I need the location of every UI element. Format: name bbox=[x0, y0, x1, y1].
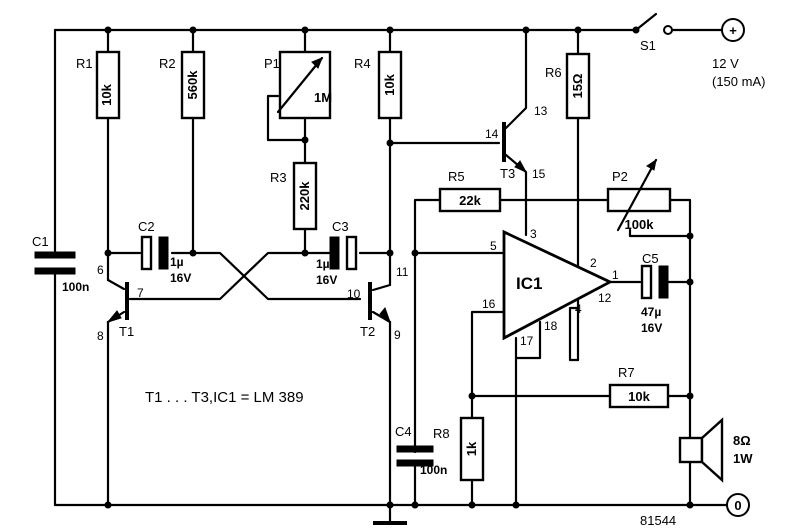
speaker: 8Ω 1W bbox=[678, 417, 753, 483]
ic1-pin-18: 18 bbox=[544, 319, 558, 333]
supply-voltage: 12 V bbox=[712, 56, 739, 71]
supply-plus-terminal: + 12 V (150 mA) bbox=[712, 18, 765, 89]
capacitor-c5: C5 47µ 16V bbox=[640, 251, 669, 335]
potentiometer-p2: P2 100k bbox=[606, 158, 672, 232]
c3-voltage: 16V bbox=[316, 273, 337, 287]
ic1-label: IC1 bbox=[516, 274, 542, 293]
t1-label: T1 bbox=[119, 324, 134, 339]
r2-value: 560k bbox=[185, 70, 200, 100]
c1-value: 100n bbox=[62, 280, 89, 294]
c3-label: C3 bbox=[332, 219, 349, 234]
r1-label: R1 bbox=[76, 56, 93, 71]
potentiometer-p1: P1 1M bbox=[264, 50, 332, 120]
plus-sign: + bbox=[729, 23, 737, 38]
capacitor-c1: C1 100n bbox=[32, 234, 89, 294]
s1-label: S1 bbox=[640, 38, 656, 53]
transistor-t2: T2 11 10 9 bbox=[347, 265, 409, 342]
capacitor-c2: C2 1µ 16V bbox=[138, 219, 191, 285]
ic1-pin-1: 1 bbox=[612, 268, 619, 282]
ic1-pin-3: 3 bbox=[530, 227, 537, 241]
ic1-pin-17: 17 bbox=[520, 334, 534, 348]
c2-value: 1µ bbox=[170, 255, 184, 269]
t1-pin-6: 6 bbox=[97, 263, 104, 277]
c2-label: C2 bbox=[138, 219, 155, 234]
c5-voltage: 16V bbox=[641, 321, 662, 335]
resistor-r7: 10k R7 bbox=[608, 365, 670, 409]
resistor-r3: 220k R3 bbox=[270, 161, 318, 231]
drawing-number: 81544 bbox=[640, 513, 676, 528]
p2-value: 100k bbox=[625, 217, 655, 232]
r7-value: 10k bbox=[628, 389, 650, 404]
wiring bbox=[53, 28, 729, 525]
transistor-t3: T3 13 14 15 bbox=[485, 104, 548, 181]
r6-value: 15Ω bbox=[570, 74, 585, 99]
c5-label: C5 bbox=[642, 251, 659, 266]
resistor-r2: 560k R2 bbox=[159, 50, 206, 120]
ic1-pin-5: 5 bbox=[490, 239, 497, 253]
supply-zero-terminal: 0 bbox=[726, 493, 750, 517]
supply-current: (150 mA) bbox=[712, 74, 765, 89]
capacitor-c4: C4 100n bbox=[395, 424, 447, 477]
r6-label: R6 bbox=[545, 65, 562, 80]
r5-value: 22k bbox=[459, 193, 481, 208]
p1-label: P1 bbox=[264, 56, 280, 71]
resistor-r8: 1k R8 bbox=[433, 416, 485, 482]
ic1-amplifier: IC1 1 2 3 4 5 12 16 17 18 bbox=[482, 227, 619, 348]
t2-label: T2 bbox=[360, 324, 375, 339]
c4-label: C4 bbox=[395, 424, 412, 439]
t3-pin-14: 14 bbox=[485, 127, 499, 141]
c1-label: C1 bbox=[32, 234, 49, 249]
r3-value: 220k bbox=[297, 181, 312, 211]
r8-value: 1k bbox=[464, 441, 479, 456]
zero-sign: 0 bbox=[734, 498, 741, 513]
r8-label: R8 bbox=[433, 426, 450, 441]
c5-value: 47µ bbox=[641, 305, 661, 319]
r5-label: R5 bbox=[448, 169, 465, 184]
p2-label: P2 bbox=[612, 169, 628, 184]
r3-label: R3 bbox=[270, 170, 287, 185]
speaker-impedance: 8Ω bbox=[733, 433, 751, 448]
r1-value: 10k bbox=[99, 83, 114, 105]
switch-s1: S1 bbox=[632, 12, 673, 53]
r7-label: R7 bbox=[618, 365, 635, 380]
t2-pin-11: 11 bbox=[396, 265, 409, 279]
t2-pin-9: 9 bbox=[394, 328, 401, 342]
t1-pin-8: 8 bbox=[97, 329, 104, 343]
resistor-r5: 22k R5 bbox=[438, 169, 502, 213]
c4-value: 100n bbox=[420, 463, 447, 477]
c3-value: 1µ bbox=[316, 257, 330, 271]
ic1-pin-4: 4 bbox=[575, 302, 582, 316]
t3-pin-13: 13 bbox=[534, 104, 548, 118]
resistor-r4: 10k R4 bbox=[354, 50, 403, 120]
resistor-r1: 10k R1 bbox=[76, 50, 121, 120]
junction-dots bbox=[104, 26, 694, 509]
r4-label: R4 bbox=[354, 56, 371, 71]
t3-pin-15: 15 bbox=[532, 167, 546, 181]
t1-pin-7: 7 bbox=[137, 286, 144, 300]
r4-value: 10k bbox=[382, 73, 397, 95]
p1-value: 1M bbox=[314, 90, 332, 105]
r2-label: R2 bbox=[159, 56, 176, 71]
t3-label: T3 bbox=[500, 166, 515, 181]
c2-voltage: 16V bbox=[170, 271, 191, 285]
t2-pin-10: 10 bbox=[347, 287, 361, 301]
ic1-pin-16: 16 bbox=[482, 297, 496, 311]
ic1-pin-2: 2 bbox=[590, 256, 597, 270]
speaker-power: 1W bbox=[733, 451, 753, 466]
component-note: T1 . . . T3,IC1 = LM 389 bbox=[145, 389, 304, 406]
capacitor-c3: C3 1µ 16V bbox=[316, 219, 358, 287]
resistor-r6: 15Ω R6 bbox=[545, 52, 591, 120]
transistor-t1: T1 6 7 8 bbox=[97, 263, 144, 343]
ic1-pin-12: 12 bbox=[598, 291, 612, 305]
